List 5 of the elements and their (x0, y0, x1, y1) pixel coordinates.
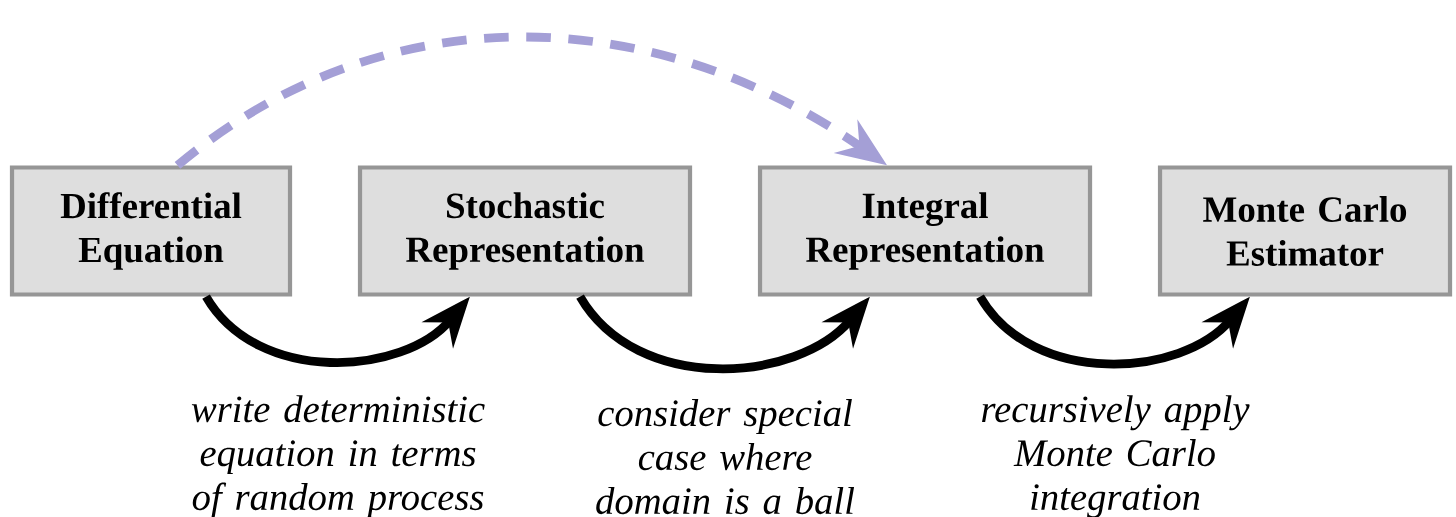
process-box: Monte Carlo Estimator (1157, 165, 1453, 297)
edge-label: consider special case where domain is a ball (596, 399, 855, 515)
process-box: Integral Representation (757, 165, 1093, 297)
process-box: Stochastic Representation (357, 165, 693, 297)
process-box: Differential Equation (9, 165, 293, 297)
